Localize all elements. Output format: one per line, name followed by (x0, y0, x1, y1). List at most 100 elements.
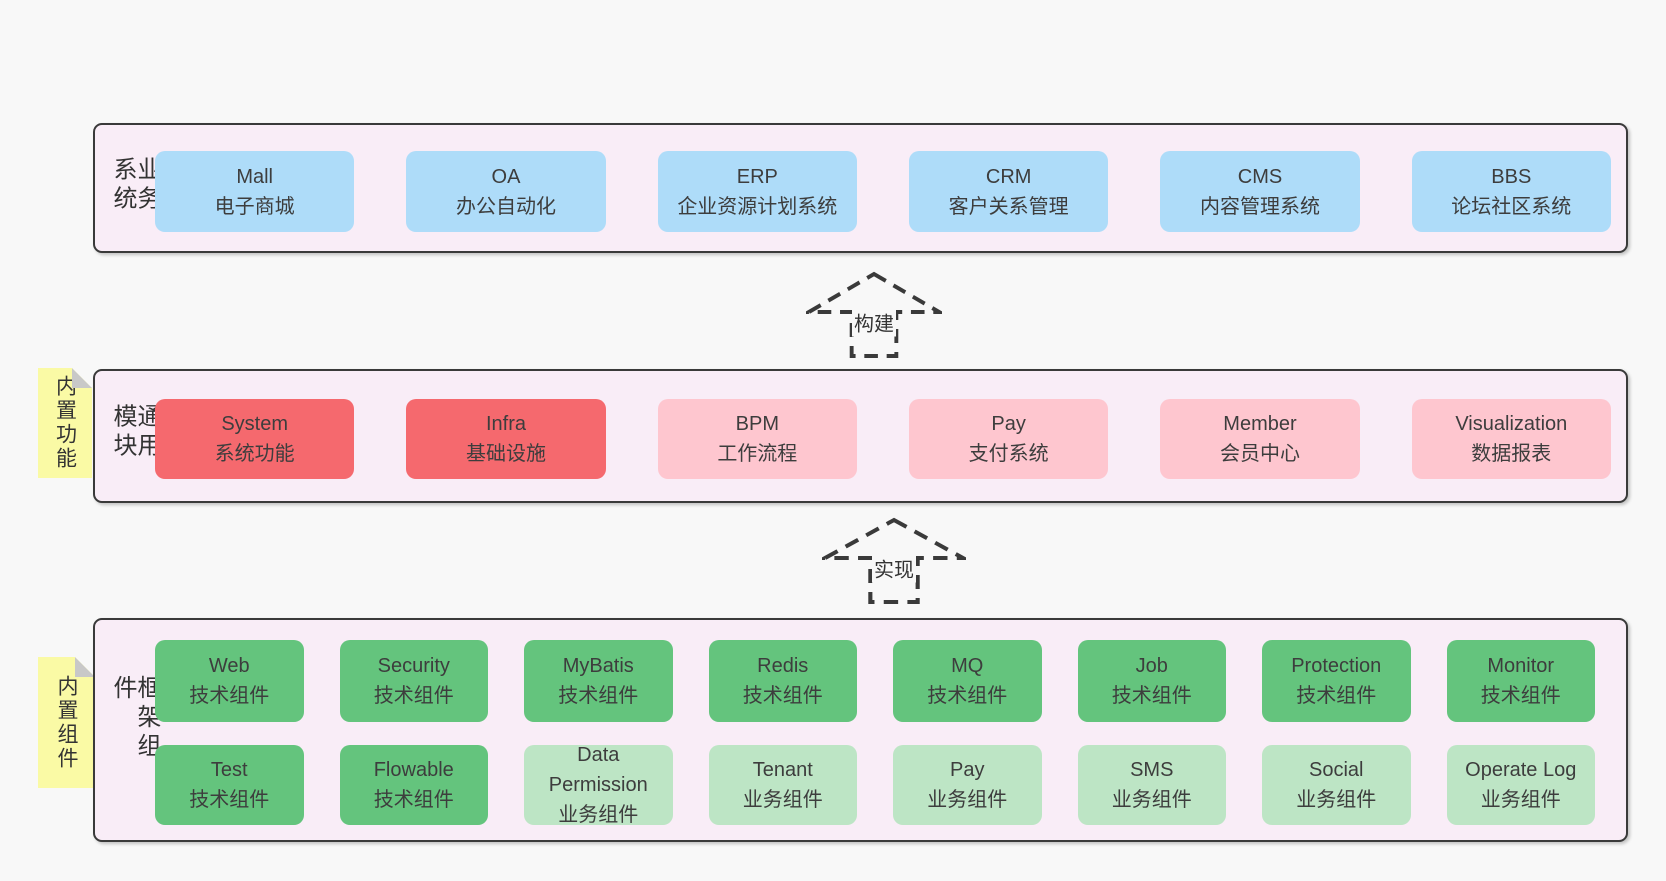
box-subtitle: 电子商城 (214, 195, 295, 218)
components-row-2: Test 技术组件 Flowable 技术组件 Data Permission … (155, 744, 1595, 826)
business-boxes-row: Mall 电子商城 OA 办公自动化 ERP 企业资源计划系统 CRM 客户关系… (155, 151, 1611, 232)
box-tenant: Tenant 业务组件 (708, 745, 857, 825)
box-title: Redis (757, 655, 809, 677)
up-block-arrow-icon (806, 271, 942, 358)
box-title: BPM (735, 413, 779, 435)
box-infra: Infra 基础设施 (406, 399, 606, 479)
box-title: Protection (1291, 655, 1382, 677)
box-title: Social (1309, 759, 1364, 781)
box-pay-component: Pay 业务组件 (893, 745, 1042, 825)
box-subtitle: 技术组件 (1480, 685, 1561, 707)
box-flowable: Flowable 技术组件 (339, 745, 488, 825)
box-cms: CMS 内容管理系统 (1160, 151, 1360, 232)
box-member: Member 会员中心 (1160, 399, 1360, 479)
box-title: MQ (951, 655, 984, 677)
box-title: Pay (950, 759, 985, 781)
box-operate-log: Operate Log 业务组件 (1446, 745, 1595, 825)
folded-corner-icon (72, 368, 92, 388)
build-arrow-icon: 构建 (806, 271, 942, 359)
box-crm: CRM 客户关系管理 (908, 151, 1109, 232)
framework-components-layer: 框架组件 Web 技术组件 Security 技术组件 MyBatis 技术组件… (93, 618, 1628, 842)
box-title: MyBatis (562, 655, 634, 677)
box-subtitle: 办公自动化 (455, 195, 556, 218)
common-modules-layer: 通用模块 System 系统功能 Infra 基础设施 BPM 工作流程 Pay… (93, 369, 1628, 503)
box-subtitle: 技术组件 (742, 685, 823, 707)
box-title: OA (491, 165, 521, 188)
box-security: Security 技术组件 (339, 640, 488, 722)
box-subtitle: 客户关系管理 (948, 195, 1069, 218)
box-subtitle: 论坛社区系统 (1451, 195, 1572, 218)
box-subtitle: 系统功能 (214, 443, 295, 465)
built-in-features-note: 内置功能 (38, 368, 92, 478)
box-bpm: BPM 工作流程 (657, 399, 857, 479)
box-title: Job (1135, 655, 1168, 677)
components-layer-label: 框架组件 (109, 675, 160, 762)
box-subtitle: 技术组件 (1111, 685, 1192, 707)
box-title: CRM (985, 165, 1032, 188)
box-pay: Pay 支付系统 (908, 399, 1109, 479)
box-protection: Protection 技术组件 (1262, 640, 1411, 722)
box-social: Social 业务组件 (1262, 745, 1411, 825)
box-subtitle: 内容管理系统 (1199, 195, 1320, 218)
box-subtitle: 技术组件 (189, 789, 270, 811)
box-title: Web (208, 655, 250, 677)
box-subtitle: 业务组件 (558, 804, 639, 826)
box-title: SMS (1130, 759, 1174, 781)
box-subtitle: 会员中心 (1219, 443, 1300, 465)
box-subtitle: 业务组件 (1111, 789, 1192, 811)
box-title: System (221, 413, 288, 435)
box-mall: Mall 电子商城 (155, 151, 355, 232)
folded-corner-icon (75, 657, 95, 677)
box-redis: Redis 技术组件 (708, 640, 857, 722)
box-title: Monitor (1487, 655, 1555, 677)
modules-boxes-row: System 系统功能 Infra 基础设施 BPM 工作流程 Pay 支付系统… (155, 399, 1611, 479)
business-systems-layer: 业务系统 Mall 电子商城 OA 办公自动化 ERP 企业资源计划系统 CRM… (93, 123, 1628, 253)
box-subtitle: 业务组件 (1296, 789, 1377, 811)
implement-arrow-label: 实现 (872, 553, 916, 583)
box-mybatis: MyBatis 技术组件 (524, 640, 673, 722)
box-subtitle: 企业资源计划系统 (677, 195, 838, 218)
box-title: Flowable (373, 759, 454, 781)
box-subtitle: 业务组件 (742, 789, 823, 811)
box-title: CMS (1237, 165, 1283, 188)
box-oa: OA 办公自动化 (406, 151, 606, 232)
box-title: Security (377, 655, 450, 677)
box-subtitle: 技术组件 (927, 685, 1008, 707)
implement-arrow-icon: 实现 (822, 517, 966, 605)
box-sms: SMS 业务组件 (1077, 745, 1226, 825)
built-in-components-note: 内置组件 (38, 657, 95, 788)
box-subtitle: 技术组件 (189, 685, 270, 707)
box-bbs: BBS 论坛社区系统 (1411, 151, 1611, 232)
build-arrow-label: 构建 (852, 307, 896, 337)
box-title: Operate Log (1465, 759, 1577, 781)
box-title: Infra (485, 413, 526, 435)
box-subtitle: 工作流程 (717, 443, 798, 465)
box-web: Web 技术组件 (155, 640, 304, 722)
box-subtitle: 技术组件 (558, 685, 639, 707)
box-subtitle: 业务组件 (927, 789, 1008, 811)
box-subtitle: 技术组件 (1296, 685, 1377, 707)
modules-layer-label: 通用模块 (109, 403, 160, 462)
box-title: ERP (736, 165, 778, 188)
box-mq: MQ 技术组件 (893, 640, 1042, 722)
box-erp: ERP 企业资源计划系统 (657, 151, 857, 232)
box-data-permission: Data Permission 业务组件 (524, 744, 673, 826)
up-block-arrow-icon (822, 517, 966, 604)
box-job: Job 技术组件 (1077, 640, 1226, 722)
components-row-1: Web 技术组件 Security 技术组件 MyBatis 技术组件 Redi… (155, 640, 1595, 722)
box-title: Tenant (752, 759, 813, 781)
box-subtitle: 业务组件 (1480, 789, 1561, 811)
box-title: Member (1223, 413, 1297, 435)
box-title: Visualization (1455, 413, 1568, 435)
box-subtitle: 数据报表 (1471, 443, 1552, 465)
box-title: Test (210, 759, 248, 781)
box-title: Data Permission (548, 744, 648, 796)
business-layer-label: 业务系统 (109, 156, 160, 215)
box-title: BBS (1491, 165, 1532, 188)
box-title: Pay (991, 413, 1026, 435)
box-subtitle: 技术组件 (373, 685, 454, 707)
note-label: 内置功能 (53, 375, 77, 471)
box-system: System 系统功能 (155, 399, 355, 479)
box-subtitle: 基础设施 (465, 443, 546, 465)
box-subtitle: 支付系统 (968, 443, 1049, 465)
